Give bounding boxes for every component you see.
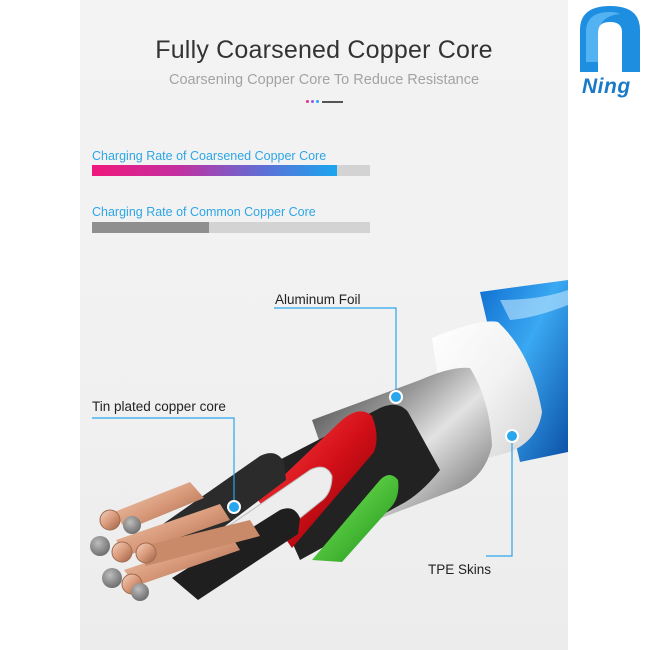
tin-core-leader [92,417,235,506]
tpe-skins-label: TPE Skins [428,562,492,577]
black-wire-2 [172,508,300,600]
decor-line [322,101,343,103]
strand-end-1 [99,509,121,531]
bar-fill-common [92,222,209,233]
strand-end-2 [123,516,141,534]
aluminum-foil-marker [389,390,403,404]
bar-label-common: Charging Rate of Common Copper Core [92,205,316,219]
strand-end-6 [102,568,122,588]
green-wire [312,475,399,562]
copper-strand-4 [136,520,260,566]
bar-track-common [92,222,370,233]
page-title: Fully Coarsened Copper Core [155,36,493,64]
strand-end-5 [135,542,157,564]
strand-end-3 [90,536,110,556]
ning-wordmark: Ning [582,75,631,98]
bar-label-coarsened: Charging Rate of Coarsened Copper Core [92,149,327,163]
dot-purple [311,100,314,103]
ning-arch-logo-icon [580,6,640,72]
decor-dots [306,100,346,104]
cable-illustration [90,280,568,601]
tin-core-label: Tin plated copper core [92,399,226,414]
page-subtitle: Coarsening Copper Core To Reduce Resista… [168,72,480,88]
strand-end-4 [111,541,133,563]
tpe-skins-leader [486,436,513,557]
bar-track-coarsened [92,165,370,176]
callout-lines [92,307,513,557]
jacket-highlight [500,290,568,320]
tin-core-marker [227,500,241,514]
aluminum-foil-leader [274,307,397,396]
dot-pink [306,100,309,103]
aluminum-foil-label: Aluminum Foil [275,292,361,307]
tpe-skins-marker [505,429,519,443]
strand-end-8 [131,583,149,601]
bar-fill-coarsened [92,165,337,176]
product-panel: Fully Coarsened Copper Core Coarsening C… [80,0,568,650]
dot-blue [316,100,319,103]
